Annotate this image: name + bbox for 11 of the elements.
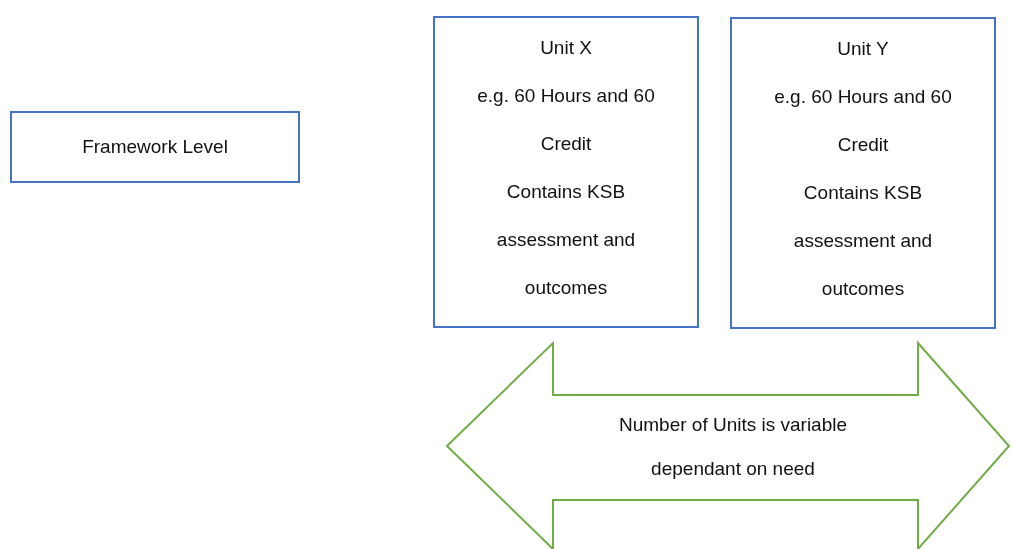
text-box [10, 111, 300, 183]
text-box [730, 17, 996, 329]
text-box [433, 16, 699, 328]
box-title: Unit X [540, 36, 592, 60]
box-text: e.g. 60 Hours and 60 Credit [773, 85, 953, 157]
box-title: Unit Y [837, 37, 889, 61]
box-text: Contains KSB assessment and outcomes [792, 181, 934, 301]
arrow-label: Number of Units is variable dependant on need [617, 413, 849, 481]
box-title: Framework Level [82, 135, 228, 159]
box-text: e.g. 60 Hours and 60 Credit [476, 84, 656, 156]
box-text: Contains KSB assessment and outcomes [495, 180, 637, 300]
